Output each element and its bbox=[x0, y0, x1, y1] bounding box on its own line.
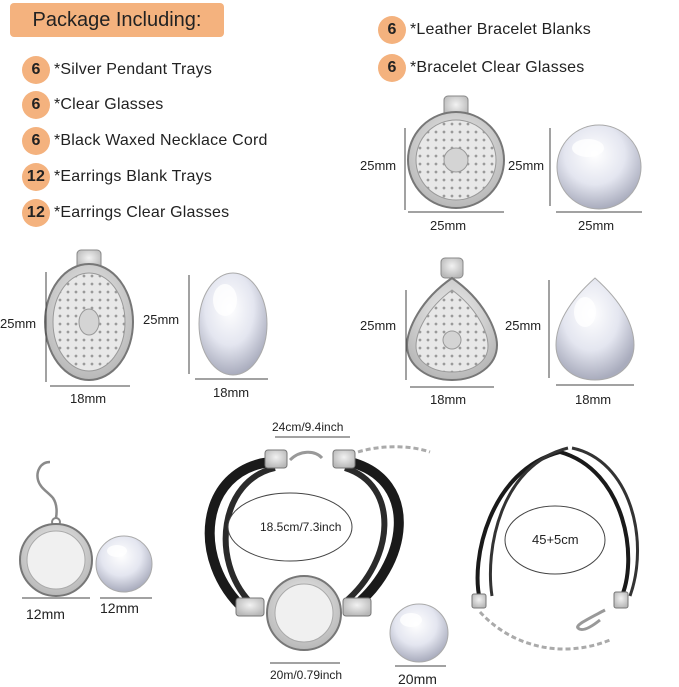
necklace-length-label: 45+5cm bbox=[532, 532, 579, 547]
quantity-badge: 6 bbox=[22, 127, 50, 155]
round-pendant-tray bbox=[407, 95, 505, 209]
bracelet-glass-width-label: 20mm bbox=[398, 671, 437, 687]
teardrop-glass-height-label: 25mm bbox=[505, 318, 542, 333]
item-label: *Silver Pendant Trays bbox=[54, 61, 213, 78]
earring-glass-width-label: 12mm bbox=[100, 600, 139, 616]
item-label: *Clear Glasses bbox=[54, 96, 164, 113]
item-label: *Black Waxed Necklace Cord bbox=[54, 132, 268, 149]
list-item: 6 *Black Waxed Necklace Cord bbox=[22, 127, 268, 155]
package-title: Package Including: bbox=[10, 3, 224, 37]
quantity-badge: 6 bbox=[22, 91, 50, 119]
teardrop-clear-glass bbox=[555, 277, 635, 381]
oval-glass-height-label: 25mm bbox=[143, 312, 180, 327]
waxed-necklace-cord bbox=[471, 446, 640, 651]
earring-tray-width-label: 12mm bbox=[26, 606, 65, 622]
round-tray-width-label: 25mm bbox=[430, 218, 467, 233]
quantity-badge: 12 bbox=[22, 163, 50, 191]
teardrop-tray-width-label: 18mm bbox=[430, 392, 467, 407]
round-tray-height-label: 25mm bbox=[360, 158, 397, 173]
list-item: 6 *Leather Bracelet Blanks bbox=[378, 16, 591, 44]
bracelet-tray-width-label: 20m/0.79inch bbox=[270, 668, 343, 682]
earring-blank-tray bbox=[19, 460, 93, 597]
round-glass-width-label: 25mm bbox=[578, 218, 615, 233]
leather-bracelet bbox=[204, 436, 431, 664]
item-label: *Earrings Clear Glasses bbox=[54, 204, 230, 221]
teardrop-pendant-tray bbox=[405, 257, 499, 382]
quantity-badge: 6 bbox=[22, 56, 50, 84]
list-item: 6 *Bracelet Clear Glasses bbox=[378, 54, 585, 82]
item-label: *Earrings Blank Trays bbox=[54, 168, 213, 185]
teardrop-glass-width-label: 18mm bbox=[575, 392, 612, 407]
quantity-badge: 6 bbox=[378, 54, 406, 82]
round-glass-height-label: 25mm bbox=[508, 158, 545, 173]
list-item: 12 *Earrings Clear Glasses bbox=[22, 199, 230, 227]
round-clear-glass bbox=[556, 124, 642, 210]
oval-tray-width-label: 18mm bbox=[70, 391, 107, 406]
quantity-badge: 6 bbox=[378, 16, 406, 44]
item-label: *Bracelet Clear Glasses bbox=[410, 59, 585, 76]
earring-clear-glass bbox=[95, 535, 153, 593]
item-label: *Leather Bracelet Blanks bbox=[410, 21, 591, 38]
bracelet-inner-label: 18.5cm/7.3inch bbox=[260, 520, 342, 534]
teardrop-tray-height-label: 25mm bbox=[360, 318, 397, 333]
oval-glass-width-label: 18mm bbox=[213, 385, 250, 400]
list-item: 6 *Clear Glasses bbox=[22, 91, 164, 119]
bracelet-length-label: 24cm/9.4inch bbox=[272, 420, 344, 434]
oval-pendant-tray bbox=[44, 249, 134, 381]
list-item: 6 *Silver Pendant Trays bbox=[22, 56, 213, 84]
quantity-badge: 12 bbox=[22, 199, 50, 227]
oval-tray-height-label: 25mm bbox=[0, 316, 37, 331]
list-item: 12 *Earrings Blank Trays bbox=[22, 163, 213, 191]
bracelet-clear-glass bbox=[389, 603, 449, 663]
